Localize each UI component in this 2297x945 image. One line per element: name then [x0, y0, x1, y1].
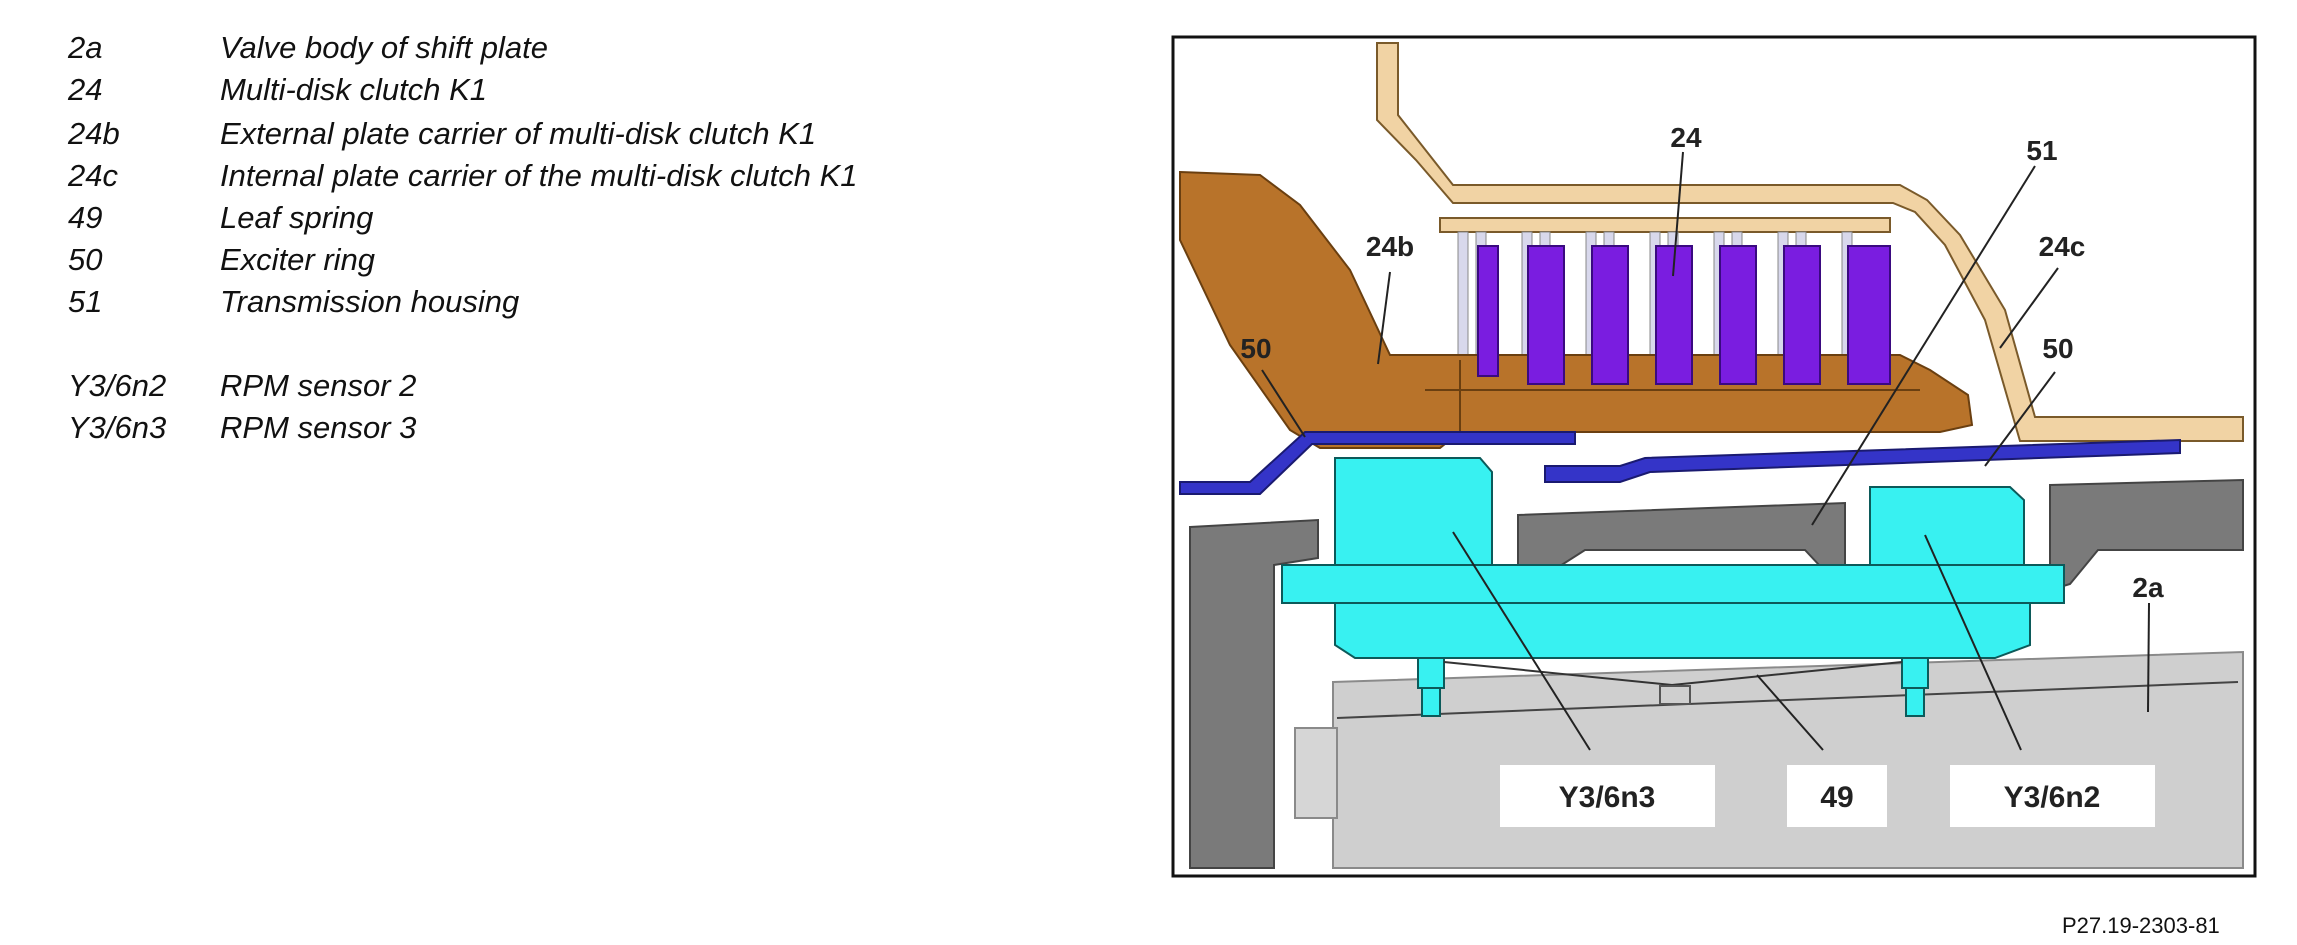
- valve-body: [1332, 650, 2244, 869]
- exciter-ring-left: [1179, 431, 1576, 495]
- carrier-spline: [1439, 217, 1891, 233]
- legend-code: 51: [68, 284, 103, 319]
- legend-description: Transmission housing: [220, 284, 520, 319]
- legend-description: Valve body of shift plate: [220, 30, 548, 65]
- label-y3n3: Y3/6n3: [1559, 781, 1656, 814]
- legend-description: Internal plate carrier of the multi-disk…: [220, 158, 858, 193]
- clutch-sensor-diagram: 24 51 24b 24c 50 50 2a Y3/6n3 49 Y3/6n2: [1171, 35, 2257, 878]
- leader-line-y3n2: [1924, 534, 2022, 751]
- leader-line-24c: [1999, 267, 2059, 349]
- leader-line-50-left: [1261, 369, 1306, 438]
- rpm-sensor-2-head: [1869, 486, 2025, 566]
- legend-description: Exciter ring: [220, 242, 376, 277]
- sensor-bolt-left-shaft: [1421, 687, 1441, 717]
- rpm-sensor-3-head: [1334, 457, 1493, 566]
- sensor-bolt-right-shaft: [1905, 687, 1925, 717]
- callout-24: 24: [1670, 122, 1702, 153]
- leader-line-24b: [1377, 271, 1391, 365]
- label-box-y3n2: [1950, 765, 2155, 827]
- inner-plate-carrier: [1376, 42, 2244, 442]
- legend-code: Y3/6n3: [68, 410, 167, 445]
- housing-left: [1189, 518, 1319, 869]
- leader-line-y3n3: [1452, 531, 1591, 751]
- legend-code: 49: [68, 200, 103, 235]
- clutch-disk: [1783, 245, 1821, 385]
- clutch-disk: [1527, 245, 1565, 385]
- clutch-disk: [1847, 245, 1891, 385]
- legend-code: 24: [68, 72, 103, 107]
- legend-code: 2a: [68, 30, 103, 65]
- leader-line-2a: [2147, 602, 2150, 713]
- label-49: 49: [1820, 781, 1853, 814]
- legend-description: RPM sensor 2: [220, 368, 417, 403]
- sensor-mounting-plate-lower: [1334, 602, 2031, 659]
- callout-24b: 24b: [1366, 231, 1414, 262]
- clutch-disk: [1477, 245, 1499, 377]
- clutch-disk: [1719, 245, 1757, 385]
- callout-51: 51: [2026, 135, 2057, 166]
- leader-line-49: [1756, 674, 1824, 751]
- legend-code: 50: [68, 242, 103, 277]
- legend-description: External plate carrier of multi-disk clu…: [220, 116, 817, 151]
- valve-body-step: [1294, 727, 1338, 819]
- leader-line-50-right: [1984, 371, 2056, 467]
- leader-line-24: [1672, 151, 1684, 277]
- figure-reference-id: P27.19-2303-81: [2062, 913, 2220, 938]
- outer-plate-carrier: [1179, 170, 1974, 449]
- callout-50-right: 50: [2042, 333, 2073, 364]
- sensor-bolt-right: [1901, 657, 1929, 689]
- leader-line-51: [1811, 165, 2036, 526]
- clutch-disk: [1591, 245, 1629, 385]
- legend-code: Y3/6n2: [68, 368, 167, 403]
- clutch-plate-thin: [1457, 231, 1469, 361]
- label-y3n2: Y3/6n2: [2004, 781, 2101, 814]
- label-box-y3n3: [1500, 765, 1715, 827]
- callout-50-left: 50: [1240, 333, 1271, 364]
- legend-code: 24b: [68, 116, 120, 151]
- leaf-spring-pad: [1659, 685, 1691, 705]
- exciter-ring-right: [1544, 438, 2181, 483]
- sensor-bolt-left: [1417, 657, 1445, 689]
- legend-description: Leaf spring: [220, 200, 374, 235]
- valve-body-edge-line: [1336, 681, 2239, 719]
- legend-description: RPM sensor 3: [220, 410, 417, 445]
- label-box-49: [1787, 765, 1887, 827]
- callout-24c: 24c: [2039, 231, 2086, 262]
- legend-description: Multi-disk clutch K1: [220, 72, 488, 107]
- sensor-mounting-plate: [1281, 564, 2065, 604]
- legend-code: 24c: [68, 158, 118, 193]
- callout-2a: 2a: [2132, 572, 2164, 603]
